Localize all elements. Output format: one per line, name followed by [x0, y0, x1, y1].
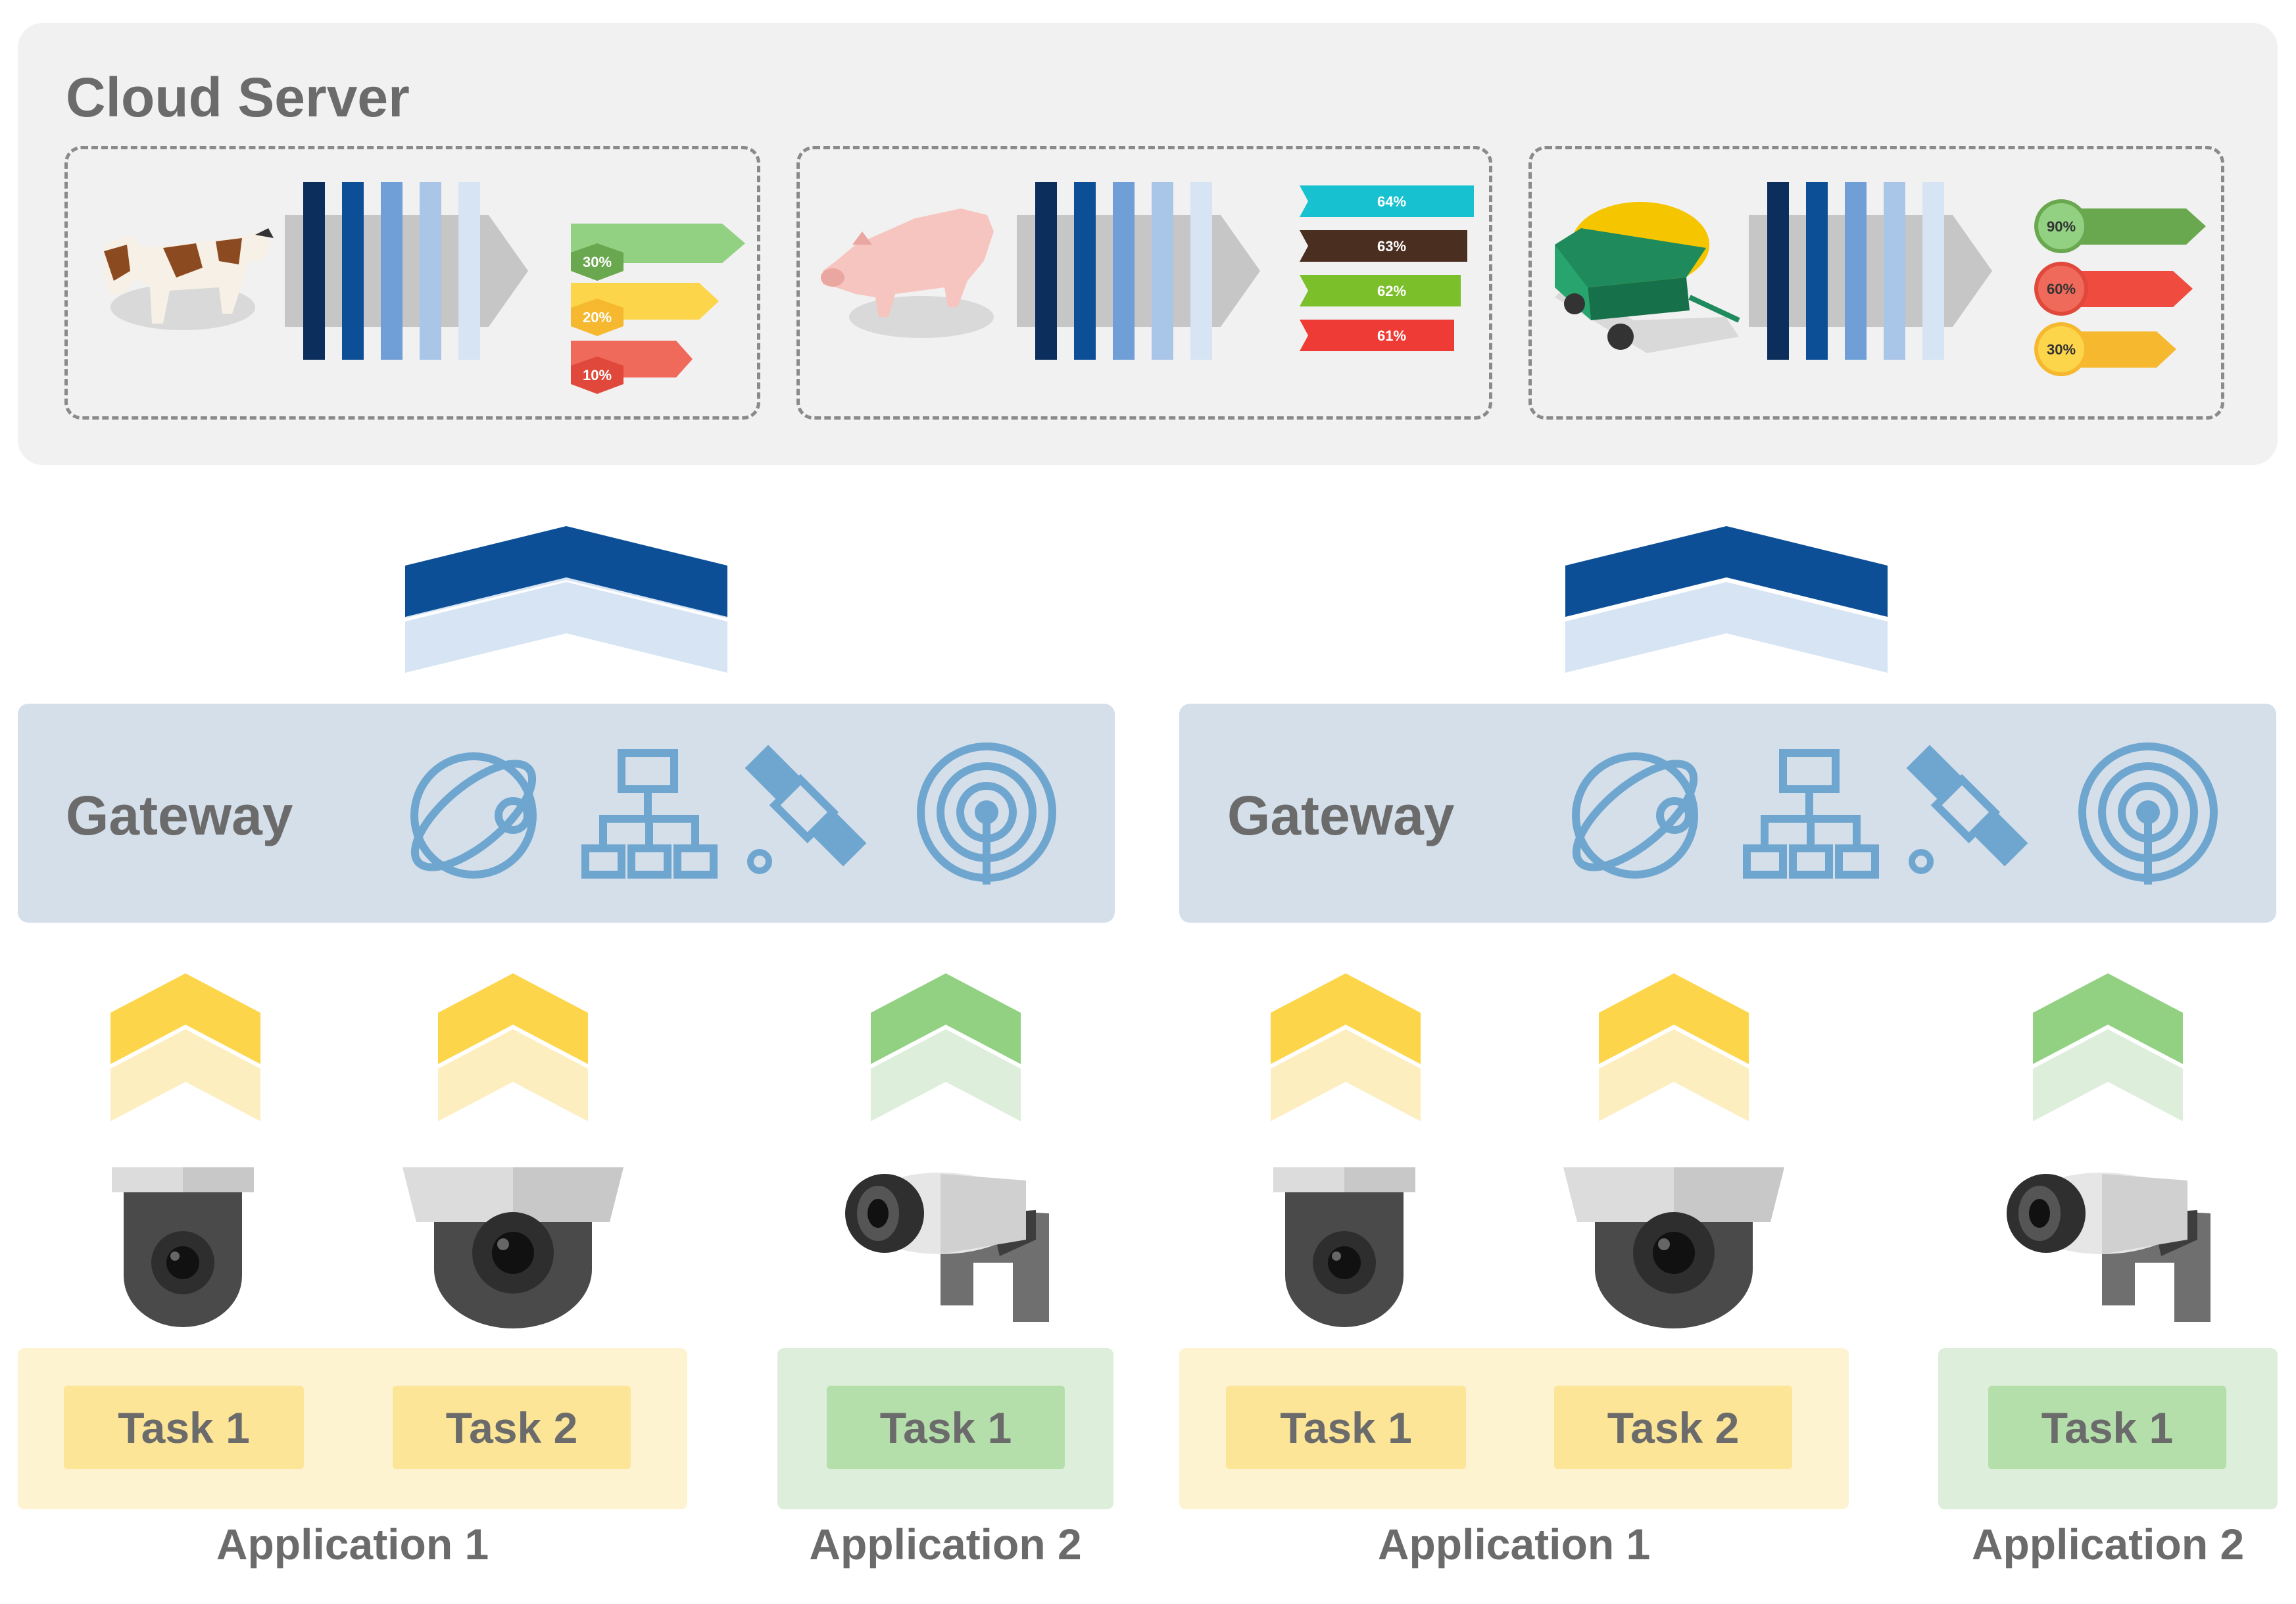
chevron-green-2: [2033, 973, 2183, 1121]
upload-chevron-right: [1565, 526, 1888, 673]
result-label-1-2: 20%: [583, 309, 612, 326]
result-label-1-1: 30%: [583, 254, 612, 270]
result-label-1-3: 10%: [583, 367, 612, 383]
chevron-green-1: [871, 973, 1021, 1121]
bullet-camera-icon: [2007, 1173, 2211, 1322]
chevron-yellow-4: [1599, 973, 1749, 1121]
cow-icon: [104, 228, 274, 330]
application-label-2: Application 2: [809, 1520, 1082, 1568]
model-box-2: [796, 146, 1492, 420]
result-label-2-1: 64%: [1377, 193, 1406, 210]
broadcast-antenna-icon: [2078, 742, 2218, 885]
network-hierarchy-icon: [581, 749, 718, 879]
dome-camera-icon: [112, 1167, 254, 1327]
result-label-2-2: 63%: [1377, 238, 1406, 255]
chevron-yellow-2: [438, 973, 588, 1121]
model-box-1: [64, 146, 760, 420]
task-1-app-1: Task 1: [64, 1386, 304, 1469]
task-1-app-4: Task 1: [1988, 1386, 2226, 1469]
gateway-panel-right: [1179, 704, 2276, 923]
result-label-2-4: 61%: [1377, 328, 1406, 344]
chevron-yellow-3: [1271, 973, 1421, 1121]
gateway-label-left: Gateway: [66, 785, 293, 846]
network-hierarchy-icon: [1743, 749, 1879, 879]
result-label-3-3: 30%: [2047, 341, 2076, 358]
application-label-3: Application 1: [1377, 1520, 1651, 1568]
task-2-app-3: Task 2: [1554, 1386, 1792, 1469]
gateway-icons-left: [410, 742, 1056, 885]
bullet-camera-icon: [845, 1173, 1049, 1322]
result-label-2-3: 62%: [1377, 283, 1406, 299]
satellite-icon: [745, 744, 867, 874]
dome-camera-icon: [1563, 1167, 1784, 1328]
model-visual-1: 30% 20% 10%: [104, 182, 745, 394]
model-visual-2: 64% 63% 62% 61%: [821, 182, 1474, 360]
gateway-label-right: Gateway: [1227, 785, 1455, 846]
orbit-icon: [1572, 752, 1698, 879]
pig-icon: [821, 208, 994, 338]
task-1-app-2: Task 1: [827, 1386, 1065, 1469]
application-label-1: Application 1: [216, 1520, 489, 1568]
task-1-app-3: Task 1: [1226, 1386, 1466, 1469]
orbit-icon: [410, 752, 537, 879]
broadcast-antenna-icon: [917, 742, 1056, 885]
gateway-panel-left: [18, 704, 1115, 923]
application-label-4: Application 2: [1971, 1520, 2245, 1568]
dome-camera-icon: [1273, 1167, 1415, 1327]
model-box-3: [1528, 146, 2224, 420]
upload-chevron-left: [405, 526, 727, 673]
result-label-3-2: 60%: [2047, 281, 2076, 297]
gateway-icons-right: [1572, 742, 2218, 885]
cloud-server-title: Cloud Server: [66, 66, 410, 128]
chevron-yellow-1: [110, 973, 260, 1121]
satellite-icon: [1906, 744, 2028, 874]
result-label-3-1: 90%: [2047, 218, 2076, 235]
dome-camera-icon: [403, 1167, 623, 1328]
feed-cart-icon: [1555, 202, 1740, 353]
task-2-app-1: Task 2: [393, 1386, 631, 1469]
model-visual-3: 90% 60% 30%: [1555, 182, 2206, 376]
